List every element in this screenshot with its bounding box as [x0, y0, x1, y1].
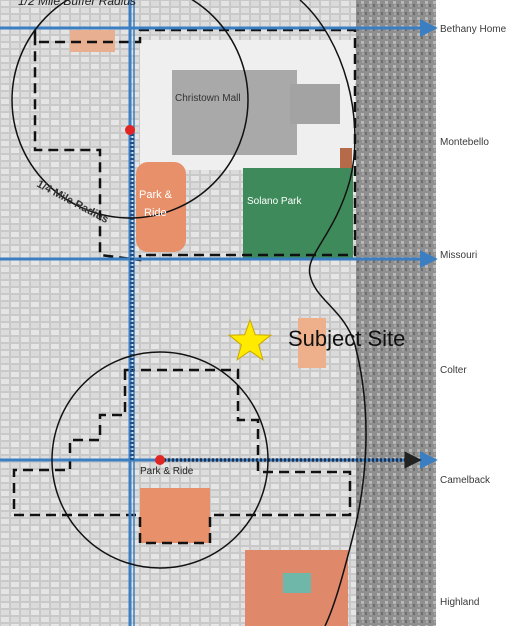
street-label-camelback: Camelback: [440, 475, 491, 486]
mall-building-east: [290, 84, 340, 124]
subject-building: [298, 318, 326, 368]
park-ride-south-label: Park & Ride: [140, 466, 194, 477]
mall-label: Christown Mall: [175, 93, 241, 104]
radius-circle-north: [11, 0, 249, 219]
map-caption: 1/2 Mile Buffer Radius: [18, 0, 137, 8]
study-boundary-south: [12, 368, 352, 545]
subject-site-star-icon: [227, 318, 273, 361]
street-label-missouri: Missouri: [440, 250, 478, 261]
aerial-strip: [356, 0, 436, 626]
solano-park-label: Solano Park: [247, 196, 302, 207]
park-ride-north-label-l1: Park &: [139, 189, 173, 201]
subject-site-label: Subject Site: [288, 326, 406, 351]
apartment-pool: [283, 573, 311, 593]
street-label-highland: Highland: [440, 597, 480, 608]
small-building: [340, 148, 352, 168]
study-boundary-north: [33, 28, 357, 262]
park-ride-south-lot: [140, 488, 210, 543]
park-ride-north-label-l2: Ride: [144, 207, 167, 219]
street-label-montebello: Montebello: [440, 137, 489, 148]
street-label-bethany-home: Bethany Home: [440, 24, 507, 35]
radius-circle-south: [51, 351, 269, 569]
street-label-colter: Colter: [440, 365, 467, 376]
park-ride-north-lot: [136, 162, 186, 252]
half-mile-buffer-arc: [299, 0, 367, 626]
mall-building: [172, 70, 297, 155]
station-north: [125, 125, 135, 135]
park-area: [243, 168, 353, 258]
station-south: [155, 455, 165, 465]
